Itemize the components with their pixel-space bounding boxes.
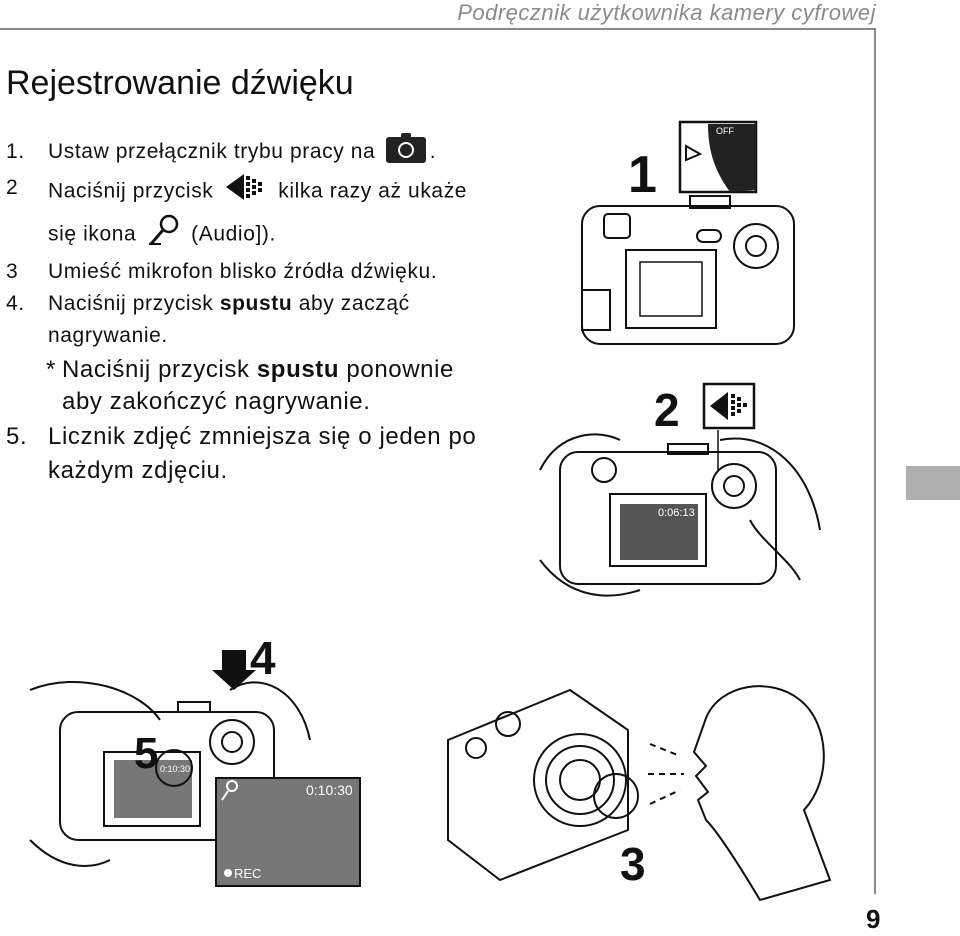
step1-label: 1 — [628, 146, 657, 204]
step4-label: 4 — [250, 632, 276, 684]
step2-label: 2 — [654, 384, 680, 436]
step-3: 3 Umieść mikrofon blisko źródła dźwięku. — [6, 260, 438, 283]
page-number: 9 — [866, 904, 881, 934]
microphone-icon — [147, 214, 181, 256]
rec-dot — [224, 869, 232, 877]
step-5: 5. Licznik zdjęć zmniejsza się o jeden p… — [6, 423, 477, 484]
step45-camera-illustration — [29, 650, 361, 887]
page-header-title: Podręcznik użytkownika kamery cyfrowej — [457, 0, 876, 25]
lcd-microphone-icon — [221, 780, 238, 801]
section-tab — [906, 466, 960, 500]
camera-mode-icon — [385, 133, 426, 164]
header-rule — [0, 28, 876, 30]
step5-label: 5 — [134, 729, 158, 778]
lcd-time-zoom: 0:10:30 — [306, 782, 353, 798]
instruction-steps: 1. Ustaw przełącznik trybu pracy na . 2 … — [6, 133, 546, 488]
step-4: 4. Naciśnij przycisk spustu aby zacząć n… — [6, 292, 410, 347]
step1-camera-illustration — [581, 120, 795, 345]
step3-camera-illustration — [447, 685, 832, 902]
menu-arrow-icon — [224, 172, 268, 212]
step2-camera-illustration — [539, 382, 821, 597]
section-title: Rejestrowanie dźwięku — [6, 64, 354, 102]
lcd-time-step5: 0:10:30 — [160, 764, 190, 774]
step-4-note: * Naciśnij przycisk spustu ponownie aby … — [46, 356, 454, 415]
rec-label: REC — [234, 866, 261, 881]
step2-menu-icon — [710, 392, 747, 420]
step3-label: 3 — [620, 838, 646, 890]
mode-dial: OFF — [708, 124, 756, 192]
step-2: 2 Naciśnij przycisk kilka razy aż ukaże … — [6, 172, 546, 256]
side-rule — [874, 28, 876, 894]
step-1: 1. Ustaw przełącznik trybu pracy na . — [6, 133, 546, 168]
dial-off-label: OFF — [716, 126, 734, 136]
lcd-time-step2: 0:06:13 — [658, 507, 695, 519]
